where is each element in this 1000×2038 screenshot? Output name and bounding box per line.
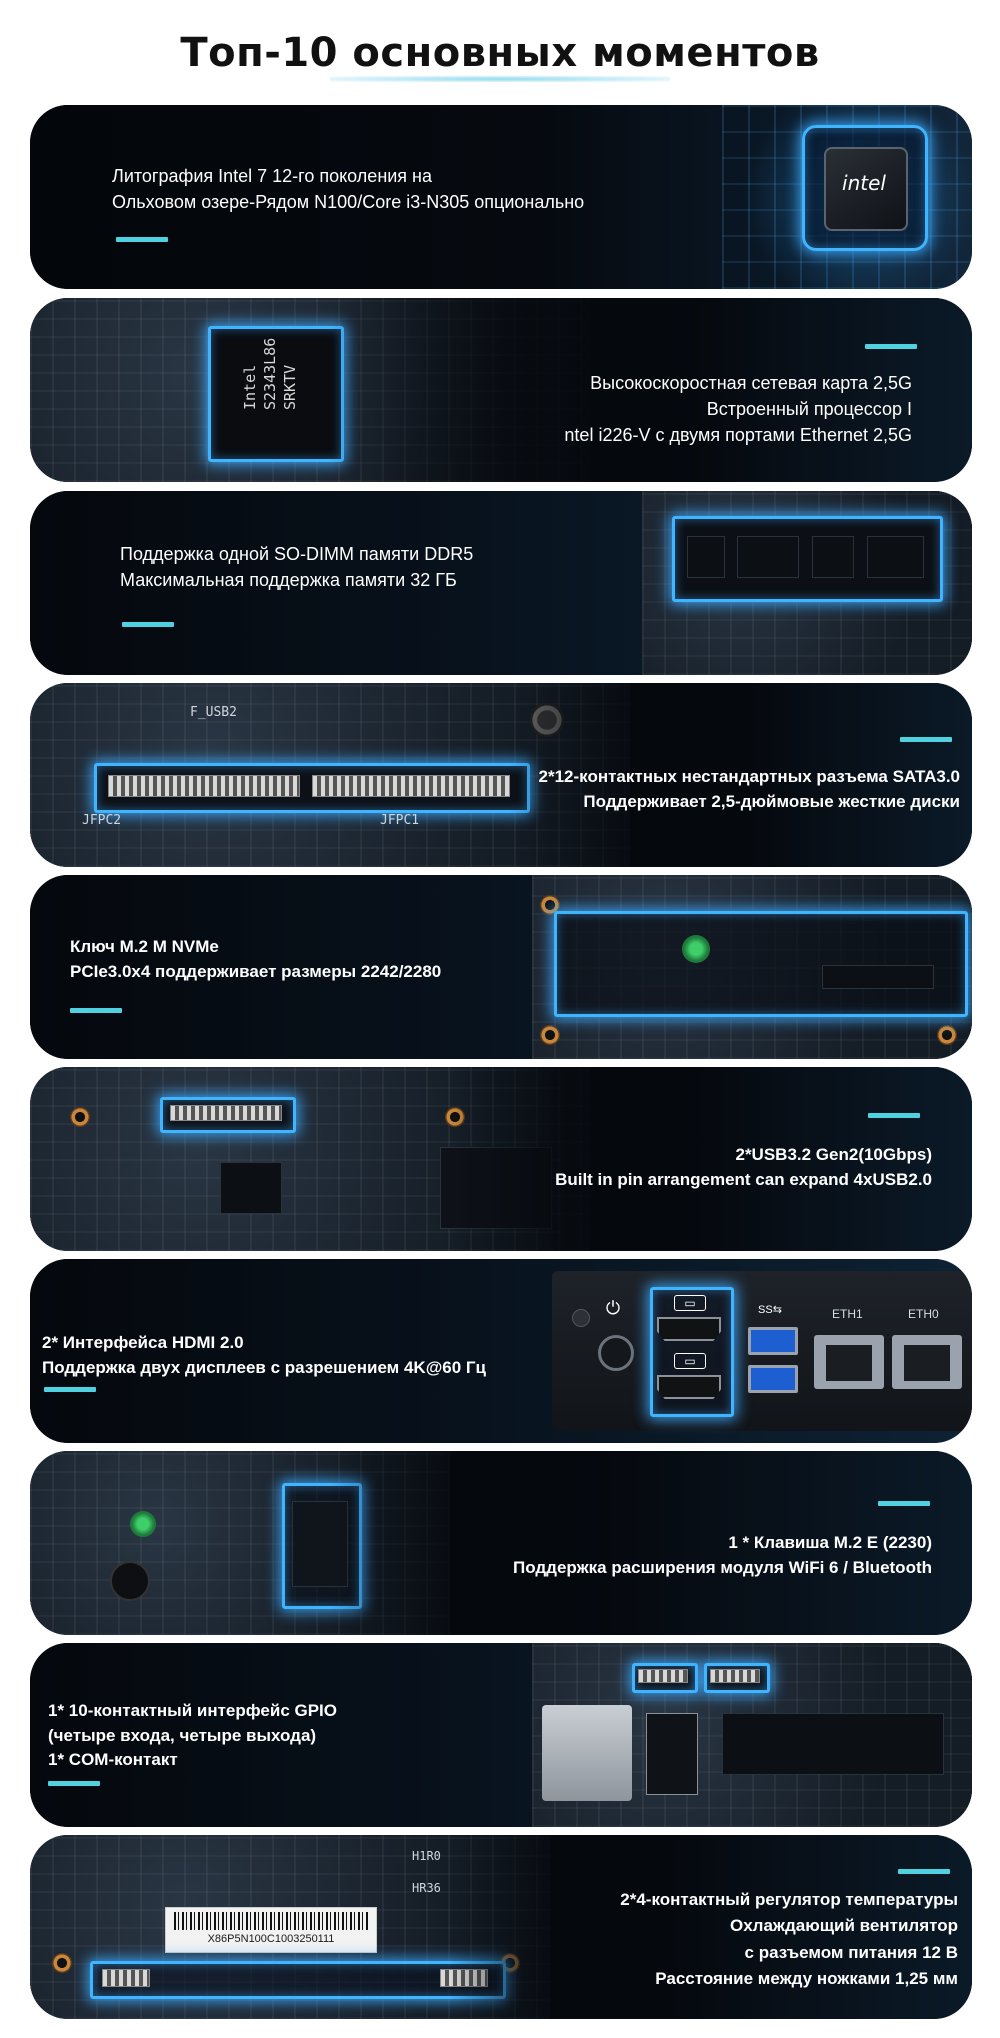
accent-bar	[70, 1008, 122, 1013]
feature-card-hdmi: ⏻ ▭ ▭ SS⇆ ETH1 ETH0 2* Интерфейса HDMI 2…	[30, 1259, 972, 1443]
feature-card-usb: 2*USB3.2 Gen2(10Gbps) Built in pin arran…	[30, 1067, 972, 1251]
memory-slot-image	[642, 491, 972, 675]
power-icon: ⏻	[605, 1298, 621, 1318]
accent-bar	[900, 737, 952, 742]
accent-bar	[116, 237, 168, 242]
card-text: Высокоскоростная сетевая карта 2,5G Встр…	[564, 373, 912, 446]
title-underline-glow	[330, 76, 670, 82]
card-text: 1* 10-контактный интерфейс GPIO (четыре …	[48, 1701, 337, 1770]
card-text: 2*12-контактных нестандартных разъема SA…	[538, 767, 960, 811]
accent-bar	[898, 1869, 950, 1874]
feature-card-gpio: 1* 10-контактный интерфейс GPIO (четыре …	[30, 1643, 972, 1827]
power-button	[598, 1335, 634, 1371]
feature-card-sata: F_USB2 JFPC2 JFPC1 2*12-контактных неста…	[30, 683, 972, 867]
feature-card-memory: Поддержка одной SO-DIMM памяти DDR5 Макс…	[30, 491, 972, 675]
card-text: Ключ M.2 M NVMe PCIe3.0x4 поддерживает р…	[70, 937, 442, 981]
card-text: 2*USB3.2 Gen2(10Gbps) Built in pin arran…	[555, 1145, 932, 1189]
nvme-slot-image	[532, 875, 972, 1059]
board-label-jfpc1: JFPC1	[380, 813, 420, 828]
feature-card-cpu: intel Литография Intel 7 12-го поколения…	[30, 105, 972, 289]
card-text: 2*4-контактный регулятор температуры Охл…	[620, 1890, 958, 1989]
feature-card-fan: H1R0 HR36 X86P5N100C1003250111 2*4-конта…	[30, 1835, 972, 2019]
usb-ss-logo-icon: SS⇆	[758, 1304, 782, 1316]
accent-bar	[868, 1113, 920, 1118]
hdmi-logo-icon: ▭	[674, 1353, 706, 1369]
ethernet-port-2	[892, 1335, 962, 1389]
accent-bar	[48, 1781, 100, 1786]
ethernet-port-1	[814, 1335, 884, 1389]
accent-bar	[44, 1387, 96, 1392]
card-text: Литография Intel 7 12-го поколения на Ол…	[112, 166, 585, 213]
board-label-h1r0: H1R0	[412, 1849, 441, 1863]
eth0-label: ETH0	[908, 1307, 939, 1321]
page-title: Топ-10 основных моментов	[180, 30, 820, 76]
accent-bar	[122, 622, 174, 627]
board-label-jfpc2: JFPC2	[82, 813, 122, 828]
card-text: 1 * Клавиша M.2 E (2230) Поддержка расши…	[513, 1533, 932, 1577]
gpio-header-image	[532, 1643, 972, 1827]
hdmi-port-2	[657, 1375, 721, 1399]
cpu-chip-image: intel	[722, 105, 972, 289]
feature-card-network: Intel S2343L86 SRKTV Высокоскоростная се…	[30, 298, 972, 482]
card-text: Поддержка одной SO-DIMM памяти DDR5 Макс…	[120, 544, 474, 591]
serial-number-sticker: X86P5N100C1003250111	[165, 1907, 377, 1953]
board-label-fusb2: F_USB2	[190, 705, 237, 720]
card-text: 2* Интерфейса HDMI 2.0 Поддержка двух ди…	[42, 1333, 487, 1377]
feature-card-nvme: Ключ M.2 M NVMe PCIe3.0x4 поддерживает р…	[30, 875, 972, 1059]
usb-port-1	[748, 1327, 798, 1355]
feature-card-wifi: 1 * Клавиша M.2 E (2230) Поддержка расши…	[30, 1451, 972, 1635]
hdmi-port-1	[657, 1317, 721, 1341]
eth1-label: ETH1	[832, 1307, 863, 1321]
hdmi-logo-icon: ▭	[674, 1295, 706, 1311]
usb-port-2	[748, 1365, 798, 1393]
board-label-hr36: HR36	[412, 1881, 441, 1895]
m2e-slot-image	[30, 1451, 450, 1635]
accent-bar	[865, 344, 917, 349]
network-chip-marking: Intel S2343L86 SRKTV	[241, 337, 299, 410]
intel-logo-icon: intel	[842, 171, 886, 195]
io-panel-image: ⏻ ▭ ▭ SS⇆ ETH1 ETH0	[552, 1259, 972, 1443]
accent-bar	[878, 1501, 930, 1506]
